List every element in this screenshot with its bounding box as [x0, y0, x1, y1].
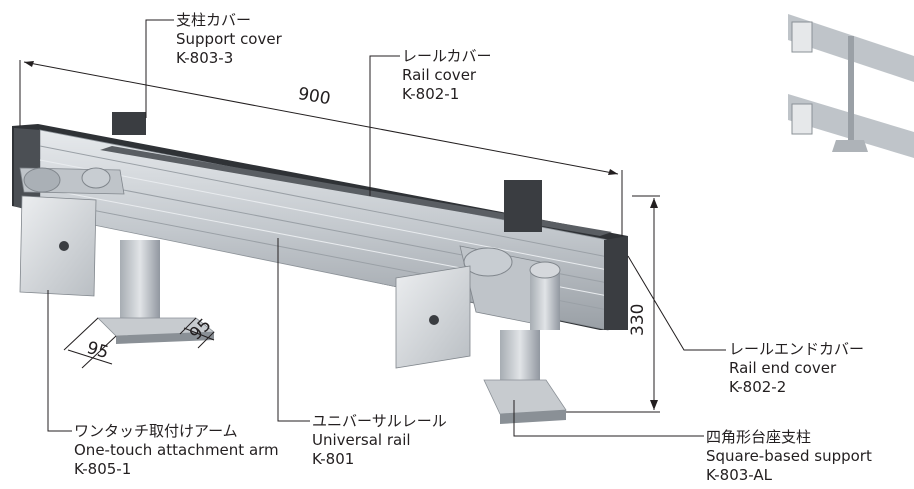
right-attachment-arm — [395, 245, 561, 369]
universal-rail-assembly — [12, 112, 628, 424]
universal-rail-code: K-801 — [312, 450, 355, 468]
right-support-post — [483, 180, 567, 424]
universal-rail-label-ja: ユニバーサルレール — [312, 412, 447, 430]
universal-rail-label-en: Universal rail — [312, 431, 411, 449]
square-based-support-label-ja: 四角形台座支柱 — [706, 428, 812, 446]
rail-cover-code: K-802-1 — [402, 85, 460, 103]
left-support-post — [97, 112, 216, 344]
rail-end-cover-code: K-802-2 — [729, 378, 787, 396]
rail-cover-label-ja: レールカバー — [402, 47, 492, 65]
square-based-support-code: K-803-AL — [706, 466, 773, 484]
callout-square-based-support: 四角形台座支柱 Square-based support K-803-AL — [706, 428, 872, 485]
rail-cover-label-en: Rail cover — [402, 66, 477, 84]
support-cover-code: K-803-3 — [176, 49, 234, 67]
dimension-height-label: 330 — [628, 303, 648, 336]
one-touch-arm-code: K-805-1 — [74, 460, 132, 478]
callout-rail-cover: レールカバー Rail cover K-802-1 — [402, 47, 492, 104]
callout-universal-rail: ユニバーサルレール Universal rail K-801 — [312, 412, 447, 469]
dimension-lines — [19, 60, 660, 413]
leader-lines — [47, 19, 726, 437]
one-touch-arm-label-en: One-touch attachment arm — [74, 441, 279, 459]
square-based-support-label-en: Square-based support — [706, 447, 872, 465]
rail-end-cover-label-ja: レールエンドカバー — [729, 340, 865, 358]
rail-end-cover-label-en: Rail end cover — [729, 359, 837, 377]
support-cover-label-en: Support cover — [176, 30, 282, 48]
inset-photo — [788, 14, 914, 158]
callout-support-cover: 支柱カバー Support cover K-803-3 — [176, 11, 282, 68]
callout-rail-end-cover: レールエンドカバー Rail end cover K-802-2 — [729, 340, 864, 397]
left-attachment-arm — [19, 167, 125, 297]
callout-one-touch-arm: ワンタッチ取付けアーム One-touch attachment arm K-8… — [74, 422, 279, 479]
one-touch-arm-label-ja: ワンタッチ取付けアーム — [74, 422, 238, 440]
support-cover-label-ja: 支柱カバー — [176, 11, 252, 29]
